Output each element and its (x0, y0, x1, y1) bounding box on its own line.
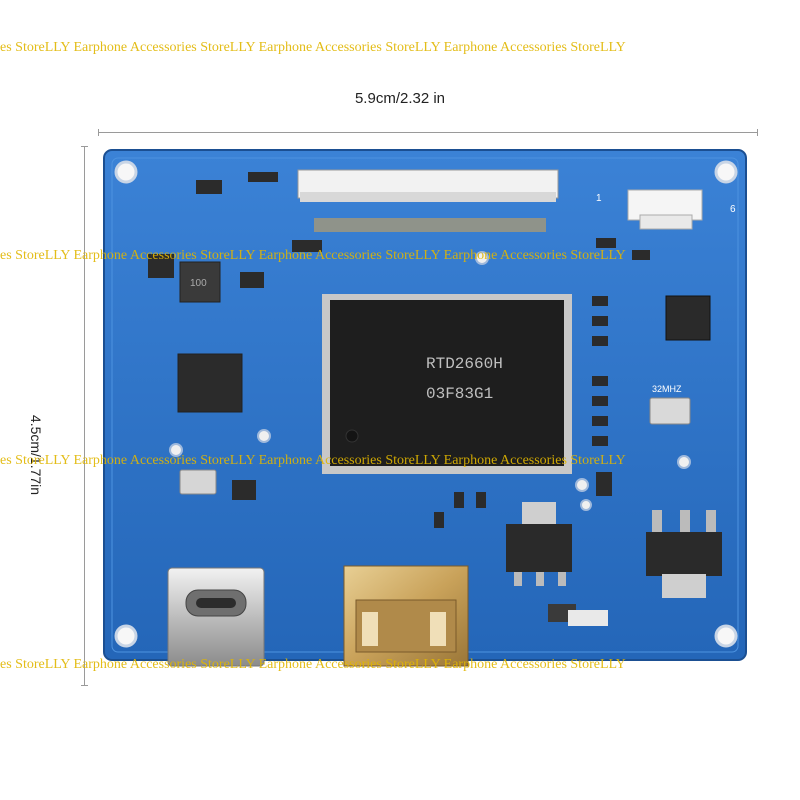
ffc-connector-small (627, 189, 703, 230)
width-dimension-line (98, 129, 758, 136)
width-dimension-label: 5.9cm/2.32 in (354, 90, 446, 107)
watermark-row-3: es StoreLLY Earphone Accessories StoreLL… (0, 453, 626, 468)
usb-c-port (167, 567, 265, 667)
connector-pin-1-label: 1 (596, 193, 602, 204)
qfn-chip (665, 295, 711, 341)
mounting-holes (114, 160, 738, 648)
ffc-connector-large (297, 169, 559, 232)
voltage-regulator-right (646, 510, 722, 598)
height-dimension-line (81, 146, 88, 686)
watermark-row-4: es StoreLLY Earphone Accessories StoreLL… (0, 657, 626, 672)
crystal-small (179, 469, 217, 495)
main-chip-text-1: RTD2660H (426, 355, 503, 373)
main-chip-text-2: 03F83G1 (426, 385, 493, 403)
voltage-regulator-left (506, 502, 572, 586)
smd-components (148, 172, 650, 626)
inductor-label: 100 (190, 278, 207, 289)
soic-chip (177, 353, 243, 413)
connector-pin-6-label: 6 (730, 204, 736, 215)
test-points (169, 251, 691, 511)
crystal-label: 32MHZ (652, 384, 682, 394)
crystal-oscillator: 32MHZ (649, 384, 691, 425)
watermark-row-1: es StoreLLY Earphone Accessories StoreLL… (0, 40, 626, 55)
main-qfp-chip: RTD2660H 03F83G1 (322, 294, 572, 474)
mini-hdmi-port (343, 565, 469, 667)
inductor: 100 (179, 261, 221, 303)
watermark-row-2: es StoreLLY Earphone Accessories StoreLL… (0, 248, 626, 263)
